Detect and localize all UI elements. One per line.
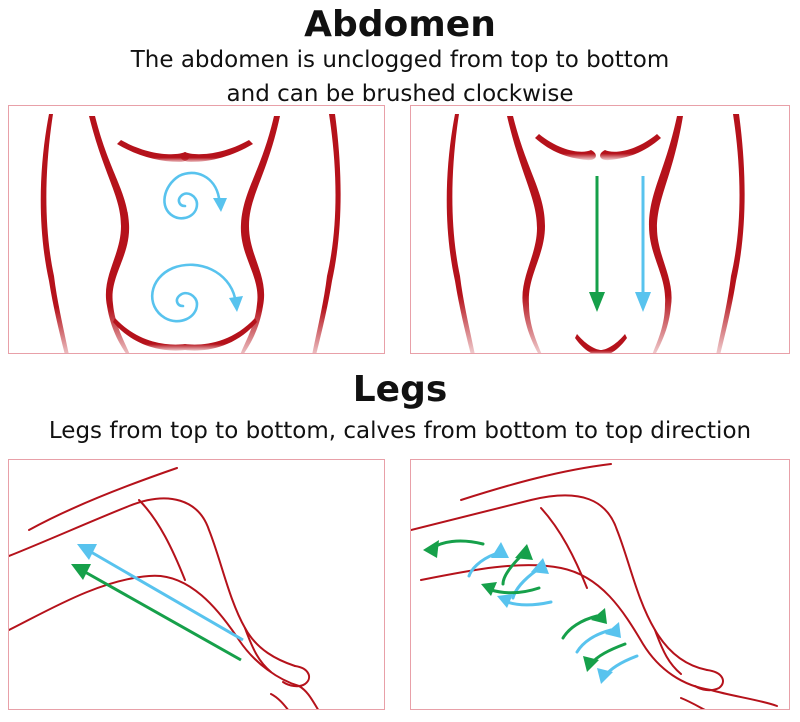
leg-arrow-blue: [77, 544, 244, 642]
leg-outline: [411, 463, 778, 709]
legs-top-to-bottom-illustration: [9, 467, 319, 709]
leg-outline: [9, 467, 319, 709]
spiral-arrowheads: [213, 198, 243, 312]
calves-bottom-to-top-illustration: [411, 463, 778, 709]
calf-arrowheads: [423, 540, 621, 684]
abdomen-title: Abdomen: [304, 4, 496, 45]
leg-arrow-green: [71, 564, 242, 662]
upper-spiral-arrowhead: [213, 198, 227, 212]
lower-spiral: [150, 263, 237, 323]
calf-arrows: [431, 539, 639, 678]
abdomen-clockwise-panel: [8, 105, 385, 354]
down-arrow-blue: [635, 176, 651, 312]
torso-outline: [40, 114, 341, 353]
abdomen-top-to-bottom-illustration: [446, 114, 745, 353]
torso-outline: [446, 114, 745, 353]
abdomen-description-line-2: and can be brushed clockwise: [226, 81, 574, 107]
abdomen-clockwise-illustration: [40, 114, 341, 353]
legs-top-to-bottom-panel: [8, 459, 385, 710]
abdomen-top-to-bottom-panel: [410, 105, 790, 354]
calves-bottom-to-top-panel: [410, 459, 790, 710]
abdomen-description: The abdomen is unclogged from top to bot…: [0, 43, 800, 111]
clockwise-spirals: [150, 171, 237, 323]
upper-spiral: [163, 171, 221, 220]
down-arrow-green: [589, 176, 605, 312]
abdomen-description-line-1: The abdomen is unclogged from top to bot…: [130, 47, 670, 73]
lower-spiral-arrowhead: [229, 296, 243, 312]
legs-description: Legs from top to bottom, calves from bot…: [48, 418, 752, 444]
legs-title: Legs: [352, 369, 448, 410]
